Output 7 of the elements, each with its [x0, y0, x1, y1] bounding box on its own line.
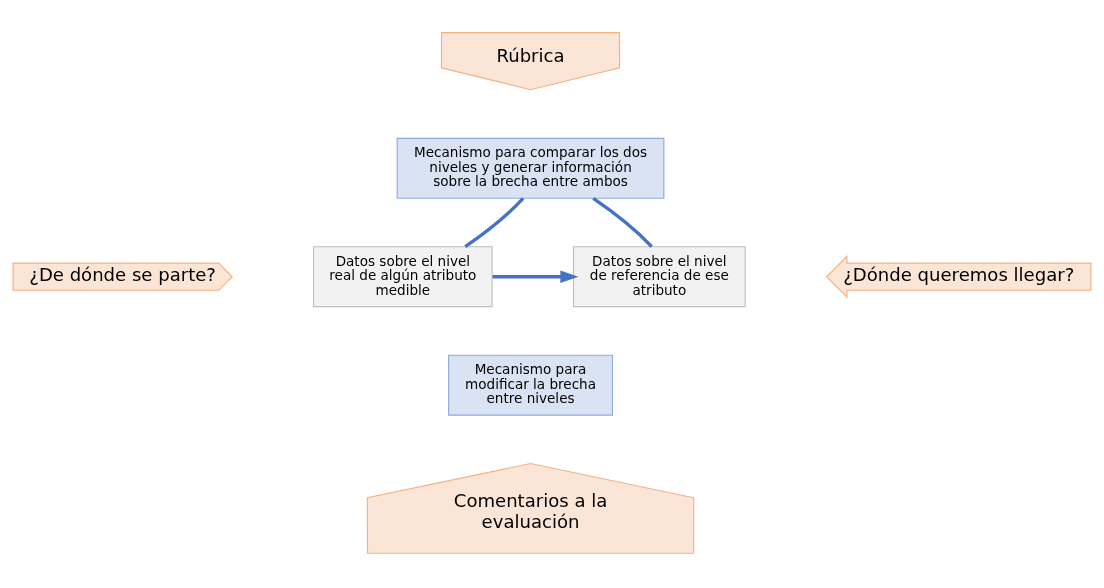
node-box: Mecanismo para comparar los dos niveles y generar información sobre la brecha entre ambos [396, 137, 665, 199]
node-box: Mecanismo para modificar la brecha entre niveles [448, 354, 613, 416]
node-box: Datos sobre el nivel real de algún atributo medible [313, 245, 493, 307]
connector [464, 196, 525, 248]
node-box: Datos sobre el nivel de referencia de ese atributo [572, 245, 746, 307]
arrow [492, 269, 579, 283]
connector [592, 196, 653, 248]
